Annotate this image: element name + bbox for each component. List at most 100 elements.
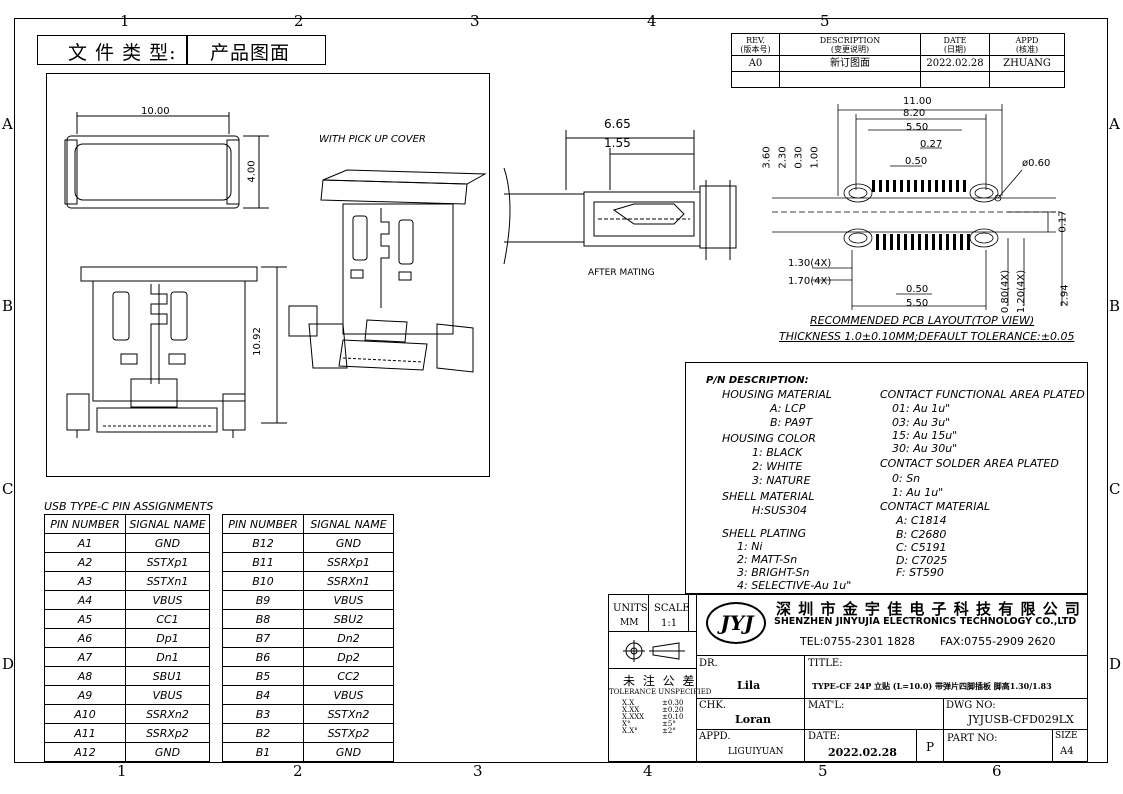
pcb-hole-dim: ø0.60 (1022, 158, 1051, 169)
zone-top-5: 5 (820, 12, 830, 30)
approver-name: LIGUIYUAN (728, 747, 784, 757)
signal-name: SSTXn2 (303, 704, 394, 724)
drawing-title: TYPE-CF 24P 立贴 (L=10.0) 带弹片四脚插板 脚高1.30/1… (812, 681, 1052, 691)
desc-value: 新订图面 (779, 55, 921, 72)
side-dim-155: 1.55 (604, 136, 631, 150)
product-views-drawing (64, 112, 487, 438)
tolerance-value: ±0.10 (662, 713, 684, 721)
tolerance-format: X.XXX (622, 713, 645, 721)
tolerance-format: X° (622, 720, 631, 728)
zone-left-b: B (2, 297, 14, 315)
pn-right-13: F: ST590 (896, 566, 944, 579)
signal-header: SIGNAL NAME (125, 514, 210, 534)
revision-table: REV.(版本号) DESCRIPTION(变更说明) DATE(日期) APP… (731, 33, 1065, 88)
pcb-dim-130: 1.30(4X) (788, 258, 832, 269)
pin-header: PIN NUMBER (222, 514, 304, 534)
rev-header-cn: (版本号) (740, 44, 771, 54)
zone-bottom-5: 5 (818, 762, 828, 780)
pn-right-5: CONTACT SOLDER AREA PLATED (880, 457, 1059, 470)
signal-name: GND (125, 533, 210, 553)
pn-left-5: 2: WHITE (752, 460, 803, 473)
pcb-dim-1100: 11.00 (903, 96, 932, 107)
pn-right-9: A: C1814 (896, 514, 947, 527)
zone-bottom-3: 3 (473, 762, 483, 780)
pin-number: A3 (44, 571, 126, 591)
pcb-dim-170: 1.70(4X) (788, 276, 832, 287)
pin-number: B2 (222, 723, 304, 743)
signal-name: SSRXn1 (303, 571, 394, 591)
drawing-number-label: DWG NO: (946, 700, 996, 711)
document-type-value: 产品图面 (210, 42, 291, 64)
size-label: SIZE (1055, 731, 1078, 741)
pcb-dim-100: 1.00 (809, 146, 821, 169)
units-label: UNITS (613, 603, 648, 614)
zone-top-3: 3 (470, 12, 480, 30)
pn-left-4: 1: BLACK (752, 446, 803, 459)
pin-number: A12 (44, 742, 126, 762)
desc-header-cn: (变更说明) (830, 44, 870, 54)
zone-top-2: 2 (294, 12, 304, 30)
pn-left-7: SHELL MATERIAL (722, 490, 815, 503)
pcb-dim-030: 0.30 (793, 146, 805, 169)
appd-value: ZHUANG (989, 55, 1065, 72)
pn-right-8: CONTACT MATERIAL (880, 500, 991, 513)
tolerance-row: X.X° ±2° (622, 728, 692, 735)
signal-header: SIGNAL NAME (303, 514, 394, 534)
pin-number: B12 (222, 533, 304, 553)
tolerance-value: ±5° (662, 720, 676, 728)
tolerance-format: X.X° (622, 727, 638, 735)
pin-number: B1 (222, 742, 304, 762)
tolerance-value: ±0.30 (662, 699, 684, 707)
pcb-dim-230: 2.30 (777, 146, 789, 169)
company-name-cn: 深 圳 市 金 宇 佳 电 子 科 技 有 限 公 司 (776, 600, 1081, 618)
pin-number: B11 (222, 552, 304, 572)
tolerance-value: ±2° (662, 727, 676, 735)
zone-right-d: D (1109, 655, 1122, 673)
drawing-date: 2022.02.28 (828, 746, 897, 759)
pin-number: B6 (222, 647, 304, 667)
desc-header-en: DESCRIPTION (819, 35, 881, 45)
pcb-caption: RECOMMENDED PCB LAYOUT(TOP VIEW) (810, 314, 1035, 327)
height-dimension: 10.92 (251, 327, 263, 356)
pn-right-0: CONTACT FUNCTIONAL AREA PLATED (880, 388, 1085, 401)
pn-left-11: 2: MATT-Sn (737, 553, 798, 566)
company-name-en: SHENZHEN JINYUJIA ELECTRONICS TECHNOLOGY… (774, 616, 1077, 627)
date-header-cn: (日期) (943, 44, 967, 54)
signal-name: SSRXn2 (125, 704, 210, 724)
pcb-dim-050-top: 0.50 (905, 156, 928, 167)
pcb-dim-080: 0.80(4X) (1000, 269, 1012, 314)
zone-bottom-1: 1 (117, 762, 127, 780)
units-value: MM (620, 618, 639, 628)
pin-number: B10 (222, 571, 304, 591)
pcb-dim-550-top: 5.50 (906, 122, 929, 133)
tolerance-title-cn: 未 注 公 差 (623, 674, 697, 688)
signal-name: SSTXn1 (125, 571, 210, 591)
drawing-frame (14, 18, 1108, 763)
pcb-dim-820: 8.20 (903, 108, 926, 119)
pn-left-12: 3: BRIGHT-Sn (737, 566, 810, 579)
pin-number: B4 (222, 685, 304, 705)
pin-number: A10 (44, 704, 126, 724)
date-header-en: DATE (943, 35, 967, 45)
pin-number: A6 (44, 628, 126, 648)
size-value: A4 (1060, 746, 1074, 757)
pn-right-1: 01: Au 1u" (892, 402, 951, 415)
pick-up-cover-note: WITH PICK UP COVER (319, 134, 426, 145)
pn-right-12: D: C7025 (896, 554, 948, 567)
